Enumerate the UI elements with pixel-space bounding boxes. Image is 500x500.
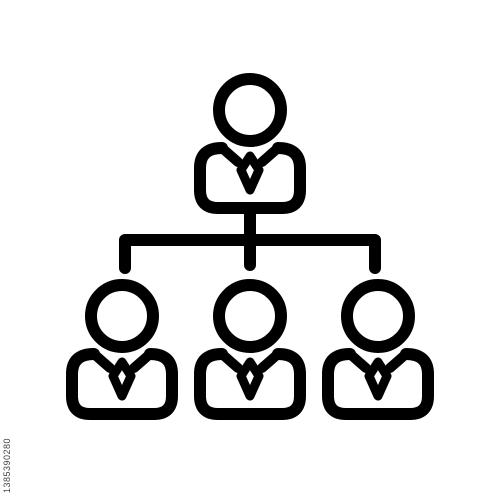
manager-person-icon: [194, 73, 306, 214]
connector-lines: [119, 202, 381, 274]
employee-person-icon-center: [194, 279, 306, 420]
stock-image-id: 1385390280: [2, 437, 12, 493]
employee-person-icon-left: [66, 279, 178, 420]
employee-person-icon-right: [322, 279, 434, 420]
